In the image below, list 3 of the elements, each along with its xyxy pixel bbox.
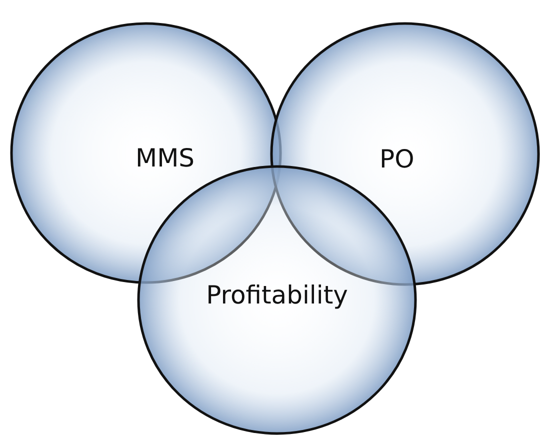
- set-label: PO: [380, 144, 414, 174]
- set-label: Profitability: [206, 280, 348, 310]
- set-label: MMS: [136, 144, 195, 173]
